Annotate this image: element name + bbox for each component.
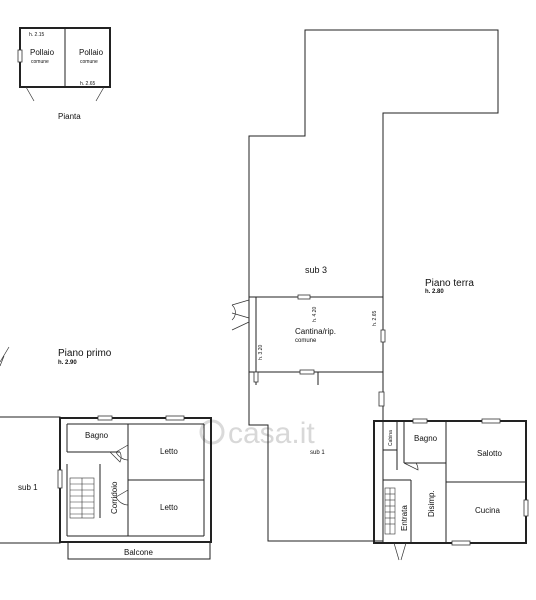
ground-stairs [384,487,396,535]
watermark-text: casa.it [228,417,315,450]
sub1-first-outline [0,416,61,544]
coop-height-bottom: h. 2.65 [80,81,96,87]
ground-window-side [523,499,529,517]
coop-room2-name: Pollaio [79,48,104,57]
ground-kitchen-label: Cucina [475,506,500,515]
ground-floor-plan: sub 3 Cantina/rip. comune h. 4.20 h. 2.6… [231,29,529,561]
ground-entrance-label: Entrata [400,505,409,531]
first-floor-title: Piano primo [58,348,112,359]
ground-hall-label: Disimp. [427,490,436,517]
cellar-window-top [297,294,311,300]
first-bedroom2-label: Letto [160,503,178,512]
cellar-height-1: h. 4.20 [312,306,318,322]
coop-window [17,49,23,63]
cellar-height-2: h. 2.65 [372,310,378,326]
ground-closet-label: Cabina [388,430,394,446]
ground-window-living [481,418,501,424]
balcony-label: Balcone [124,548,153,557]
first-floor-plan: Piano primo h. 2.90 sub 1 [0,346,212,560]
north-arrow-icon [0,346,10,367]
balcony-outline [67,541,211,560]
first-window-left [57,469,63,489]
first-door-bed2 [115,489,129,506]
cellar-height-3: h. 3.20 [258,344,264,360]
coop-plan: h. 2.15 Pollaio comune Pollaio comune h.… [17,27,111,121]
coop-caption: Pianta [58,112,81,121]
cellar-sub: comune [295,338,317,344]
ground-window-kitchen [451,540,471,546]
coop-height-top: h. 2.15 [29,32,45,38]
sub1-ground-outline [248,372,384,542]
ground-floor-height: h. 2.80 [425,289,444,295]
first-floor-height: h. 2.90 [58,360,77,366]
sub3-label: sub 3 [305,265,327,275]
ground-door-entrance [393,542,407,561]
first-window-bath [97,415,113,421]
first-bedroom1-label: Letto [160,447,178,456]
cellar-window-left [253,371,259,383]
ground-door-bath [403,462,419,471]
coop-room2-sub: comune [80,59,98,65]
coop-door-left [25,86,35,102]
cellar-window-right [380,329,386,343]
ground-bathroom-label: Bagno [414,434,438,443]
first-stairs [69,477,95,519]
cellar-window-bottom [299,369,315,375]
coop-room1-name: Pollaio [30,48,55,57]
ground-window-bath [412,418,428,424]
watermark: casa.it [199,417,315,450]
coop-room1-sub: comune [31,59,49,65]
cellar-name: Cantina/rip. [295,327,336,336]
ground-living-label: Salotto [477,449,502,458]
ground-window-right [378,391,385,407]
ground-floor-title: Piano terra [425,278,474,289]
first-door-bed1 [115,444,129,461]
first-bathroom-label: Bagno [85,431,109,440]
first-window-bed1 [165,415,185,421]
first-corridor-label: Corridoio [110,481,119,514]
sub1-ground-label: sub 1 [310,450,325,456]
sub3-outline [248,29,499,298]
coop-door-right [95,86,105,102]
cellar-door [231,299,250,331]
sub1-first-label: sub 1 [18,483,38,492]
